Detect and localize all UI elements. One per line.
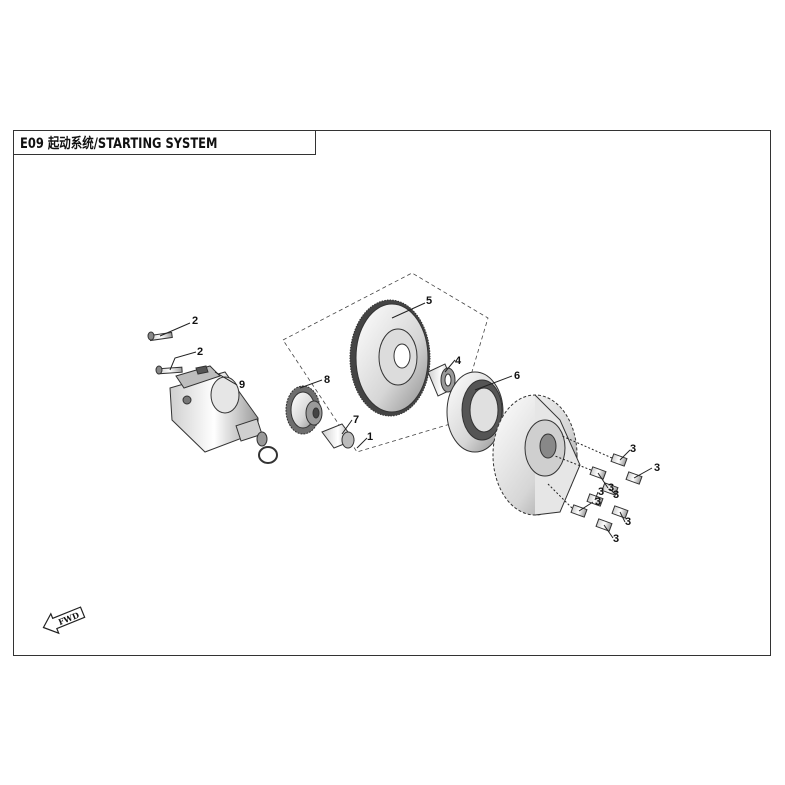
callout-3h: 3 — [613, 533, 619, 545]
shaft — [321, 423, 355, 449]
one-way-clutch — [446, 371, 504, 453]
callout-3a: 3 — [630, 443, 636, 455]
needle-bearing — [427, 363, 456, 397]
large-starter-gear — [349, 299, 431, 417]
callout-3c: 3 — [608, 482, 614, 494]
callout-3g: 3 — [595, 496, 601, 508]
leader-lines — [159, 302, 653, 539]
callout-2b: 2 — [197, 346, 203, 358]
flywheel-rotor — [492, 394, 581, 516]
fwd-label: FWD — [57, 610, 81, 627]
o-ring — [258, 446, 278, 464]
callout-3b: 3 — [654, 462, 660, 474]
page-title: E09 起动系统/STARTING SYSTEM — [20, 136, 218, 152]
callout-8: 8 — [324, 374, 330, 386]
callout-2a: 2 — [192, 315, 198, 327]
title-box — [13, 130, 316, 155]
fwd-arrow-icon: FWD — [42, 606, 86, 635]
callout-6: 6 — [514, 370, 520, 382]
callout-4: 4 — [455, 355, 462, 367]
callout-1: 1 — [367, 431, 373, 443]
callout-3e: 3 — [598, 486, 604, 498]
callout-7: 7 — [353, 414, 359, 426]
callout-5: 5 — [426, 295, 432, 307]
idler-gear — [285, 385, 323, 435]
drawing-frame — [13, 130, 771, 656]
starter-motor — [169, 365, 268, 453]
bolt-2b — [155, 365, 183, 375]
bolts-3 — [570, 453, 643, 532]
callout-9: 9 — [239, 379, 245, 391]
callout-3f: 3 — [625, 516, 631, 528]
bolt-2a — [147, 331, 173, 342]
assembly-envelope — [282, 272, 489, 453]
callout-3d: 3 — [613, 489, 619, 501]
